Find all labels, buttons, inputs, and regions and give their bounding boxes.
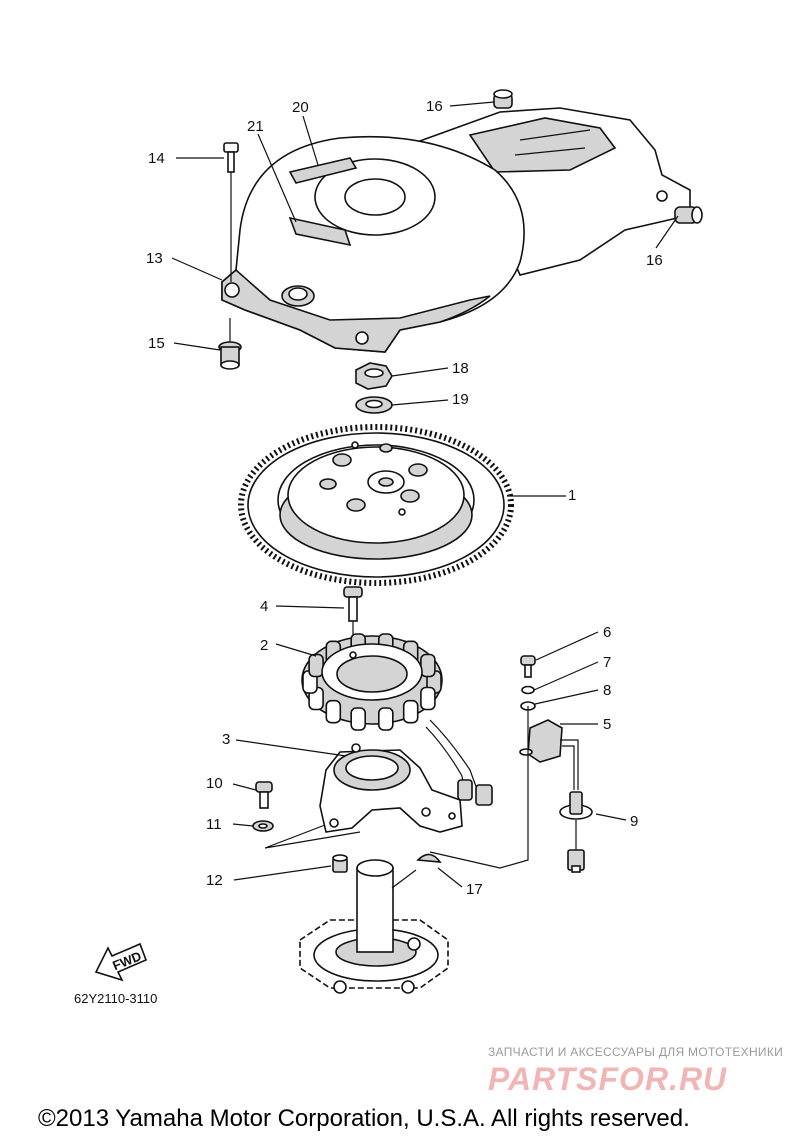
callout-14: 14 xyxy=(148,150,165,167)
callout-5: 5 xyxy=(603,716,611,733)
callout-18: 18 xyxy=(452,360,469,377)
copyright-notice: ©2013 Yamaha Motor Corporation, U.S.A. A… xyxy=(38,1105,690,1132)
flywheel-nut xyxy=(355,362,393,390)
callout-2: 2 xyxy=(260,637,268,654)
callout-4: 4 xyxy=(260,598,268,615)
callout-10: 10 xyxy=(206,775,223,792)
callout-15: 15 xyxy=(148,335,165,352)
callout-16-top: 16 xyxy=(426,98,443,115)
stator-coil-lobe xyxy=(420,686,436,711)
callout-8: 8 xyxy=(603,682,611,699)
fwd-arrow: FWD xyxy=(94,942,148,982)
pulser-spring-washer xyxy=(521,685,535,695)
watermark-logo: PARTSFOR.RU xyxy=(488,1061,727,1097)
callout-20: 20 xyxy=(292,99,309,116)
stator-coil-lobe xyxy=(402,699,419,724)
callout-6: 6 xyxy=(603,624,611,641)
flywheel-rotor xyxy=(238,424,514,586)
base-washer xyxy=(252,820,274,832)
cover-bolt xyxy=(223,142,239,282)
callout-7: 7 xyxy=(603,654,611,671)
stator-bolt xyxy=(343,586,363,655)
stator-assembly xyxy=(301,633,479,801)
callout-19: 19 xyxy=(452,391,469,408)
callout-1: 1 xyxy=(568,487,576,504)
base-screw xyxy=(255,781,273,809)
leader-lines xyxy=(171,101,679,889)
stator-lead-connectors xyxy=(457,779,493,806)
callout-13: 13 xyxy=(146,250,163,267)
stator-coil-lobe xyxy=(377,707,394,731)
callout-12: 12 xyxy=(206,872,223,889)
stator-coil-lobe xyxy=(308,653,324,678)
pulser-coil xyxy=(519,719,579,790)
grommet-top xyxy=(493,89,513,109)
flywheel-cover xyxy=(221,107,691,353)
diagram-reference-code: 62Y2110-3110 xyxy=(74,991,157,1006)
callout-17: 17 xyxy=(466,881,483,898)
stator-coil-lobe xyxy=(325,699,342,724)
callout-3: 3 xyxy=(222,731,230,748)
callout-11: 11 xyxy=(206,816,222,833)
stator-coil-lobe xyxy=(350,707,367,731)
base-collar xyxy=(332,854,348,873)
woodruff-key xyxy=(416,853,442,863)
grommet-right xyxy=(674,206,703,224)
callout-labels: 1 2 3 4 5 6 7 8 9 10 11 12 13 14 15 16 1… xyxy=(146,98,663,898)
callout-9: 9 xyxy=(630,813,638,830)
pulser-screw xyxy=(520,655,536,678)
pulser-leadline xyxy=(429,706,529,869)
callout-16-right: 16 xyxy=(646,252,663,269)
base-screw-leadline xyxy=(264,824,361,849)
cover-collar xyxy=(218,318,242,370)
watermark-tagline: ЗАПЧАСТИ И АКСЕССУАРЫ ДЛЯ МОТОТЕХНИКИ xyxy=(488,1045,783,1059)
flywheel-washer xyxy=(355,396,393,414)
stator-base xyxy=(319,743,463,833)
crankshaft-housing xyxy=(299,859,449,994)
fwd-label: FWD xyxy=(110,948,143,973)
stator-coil-lobe xyxy=(420,653,436,678)
callout-21: 21 xyxy=(247,118,264,135)
lead-grommet xyxy=(559,791,593,873)
